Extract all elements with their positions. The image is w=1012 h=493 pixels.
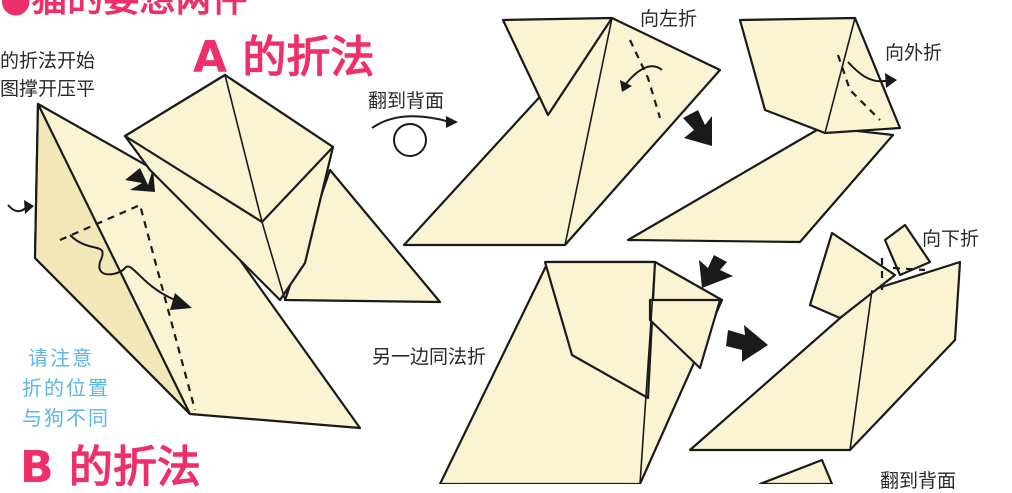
fold-down-label: 向下折 bbox=[922, 228, 980, 250]
flip-back-label-bottom: 翻到背面 bbox=[880, 470, 957, 492]
instruction-note-2: 图撑开压平 bbox=[0, 78, 96, 100]
arrow-step-3 bbox=[683, 110, 712, 146]
note-position-2: 折的位置 bbox=[22, 376, 110, 400]
arrow-step-4 bbox=[699, 255, 733, 288]
flip-arrow-icon bbox=[371, 115, 458, 157]
step-fold-down bbox=[688, 223, 962, 452]
step-other-side bbox=[438, 260, 724, 484]
step-fold-outward bbox=[626, 16, 902, 244]
other-side-label: 另一边同法折 bbox=[372, 346, 487, 368]
instruction-note-1: 的折法开始 bbox=[0, 50, 96, 72]
fold-left-label: 向左折 bbox=[640, 8, 698, 30]
section-title-partial: ●猫的要想两件 bbox=[0, 0, 247, 18]
arrow-step-5 bbox=[726, 325, 768, 362]
flip-back-label: 翻到背面 bbox=[368, 90, 445, 112]
note-position-3: 与狗不同 bbox=[22, 406, 110, 430]
fold-out-label: 向外折 bbox=[885, 42, 943, 64]
next-step-partial bbox=[758, 458, 834, 484]
method-a-title: A 的折法 bbox=[193, 32, 375, 83]
arrow-step-1 bbox=[125, 168, 155, 192]
method-b-title: B 的折法 bbox=[20, 442, 201, 493]
note-position-1: 请注意 bbox=[28, 346, 94, 370]
step-fold-left bbox=[402, 16, 722, 247]
step-triangle-fold bbox=[123, 73, 442, 304]
